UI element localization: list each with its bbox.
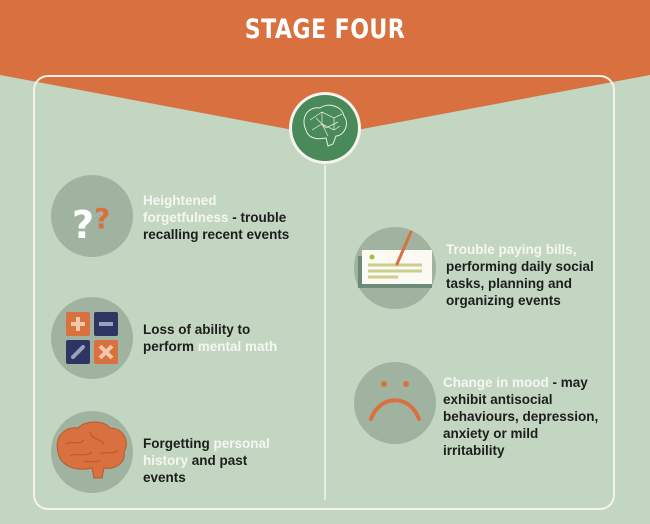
sad-face-icon (369, 381, 421, 421)
item-highlight: Trouble paying bills, (446, 242, 577, 257)
item-text: and past events (143, 453, 248, 485)
item-highlight: personal history (143, 436, 270, 468)
orange-header-banner (0, 0, 650, 136)
item-highlight: mental math (197, 339, 278, 354)
item-forgetfulness: Heightened forgetfulness - trouble recal… (143, 192, 293, 243)
network-brain-icon (289, 92, 361, 164)
item-highlight: Change in mood (443, 375, 549, 390)
item-text: - may exhibit antisocial behaviours, dep… (443, 375, 599, 458)
brain-icon (56, 421, 127, 479)
svg-text:?: ? (94, 202, 110, 235)
item-text: - trouble recalling recent events (143, 210, 290, 242)
item-text: Forgetting (143, 436, 214, 451)
item-text: Loss of ability to perform (143, 322, 251, 354)
page-title: STAGE FOUR (244, 14, 406, 45)
item-personal-history: Forgetting personal history and past eve… (143, 435, 293, 486)
calculator-icon (66, 312, 118, 364)
bill-pen-icon (358, 230, 432, 288)
item-mental-math: Loss of ability to perform mental math (143, 321, 293, 355)
content-frame (33, 75, 615, 510)
item-highlight: Heightened forgetfulness (143, 193, 229, 225)
question-marks-icon: ? ? (72, 202, 110, 247)
item-mood-change: Change in mood - may exhibit antisocial … (443, 374, 603, 459)
svg-text:?: ? (72, 203, 94, 247)
item-text: performing daily social tasks, planning … (446, 259, 594, 308)
item-paying-bills: Trouble paying bills, performing daily s… (446, 241, 606, 309)
